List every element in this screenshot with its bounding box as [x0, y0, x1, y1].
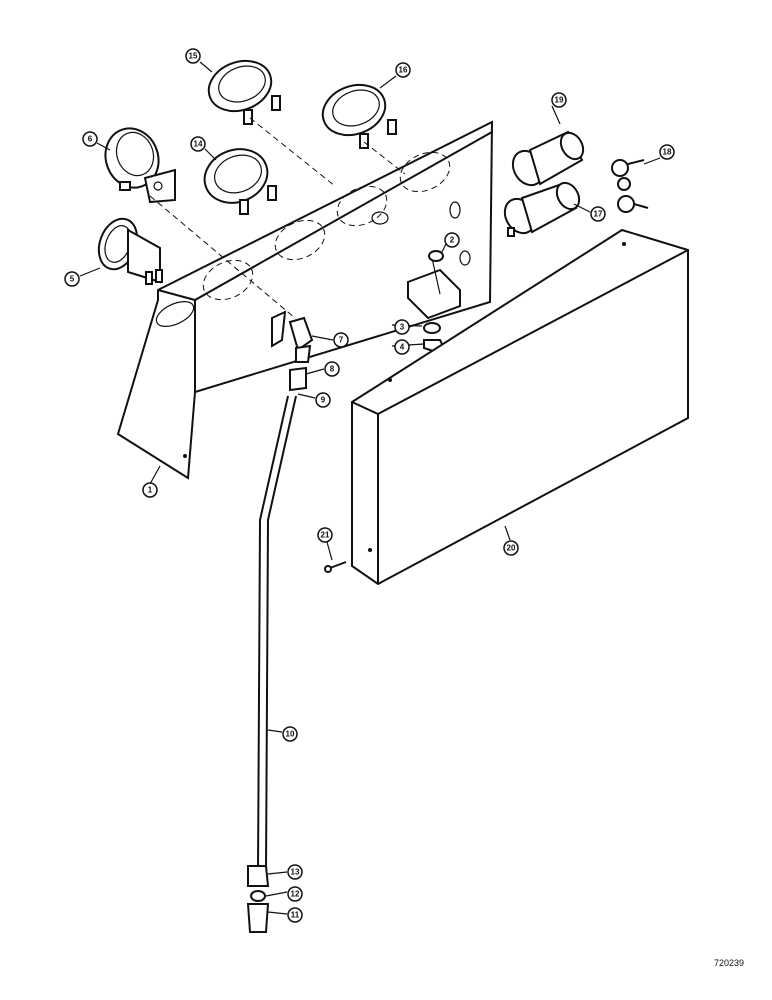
callout-8: 8: [324, 361, 340, 377]
callout-21: 21: [317, 527, 333, 543]
svg-text:14: 14: [194, 140, 203, 149]
svg-text:15: 15: [189, 52, 198, 61]
callout-19: 19: [551, 92, 567, 108]
instrument-panel: [116, 120, 494, 480]
leader-lines: [79, 61, 661, 915]
callout-2: 2: [444, 232, 460, 248]
callout-16: 16: [395, 62, 411, 78]
callout-9: 9: [315, 392, 331, 408]
callout-13: 13: [287, 864, 303, 880]
gauge-5: [97, 217, 163, 285]
switch-19: [511, 130, 585, 187]
svg-text:3: 3: [400, 323, 405, 332]
callout-7: 7: [333, 332, 349, 348]
svg-text:16: 16: [399, 66, 408, 75]
cover-box: [351, 228, 689, 586]
svg-text:10: 10: [286, 730, 295, 739]
reference-number: 720239: [713, 958, 744, 968]
svg-text:19: 19: [555, 96, 564, 105]
gauge-16: [321, 83, 397, 149]
callout-3: 3: [394, 319, 410, 335]
callout-15: 15: [185, 48, 201, 64]
svg-text:18: 18: [663, 148, 672, 157]
svg-text:8: 8: [330, 365, 335, 374]
gauge-14: [203, 148, 277, 215]
callout-5: 5: [64, 271, 80, 287]
callout-10: 10: [282, 726, 298, 742]
svg-text:17: 17: [594, 210, 603, 219]
svg-text:9: 9: [321, 396, 326, 405]
callout-4: 4: [394, 339, 410, 355]
gauge-6: [104, 127, 176, 204]
callout-6: 6: [82, 131, 98, 147]
callout-11: 11: [287, 907, 303, 923]
svg-text:1: 1: [148, 486, 153, 495]
svg-text:2: 2: [450, 236, 455, 245]
switch-17: [503, 181, 581, 237]
keys-18: [611, 159, 649, 213]
tube-assembly: [246, 316, 314, 933]
svg-text:20: 20: [507, 544, 516, 553]
svg-text:7: 7: [339, 336, 344, 345]
svg-text:5: 5: [70, 275, 75, 284]
gauge-15: [207, 59, 281, 125]
callout-18: 18: [659, 144, 675, 160]
callout-14: 14: [190, 136, 206, 152]
svg-text:21: 21: [321, 531, 330, 540]
mounting-bracket: [407, 250, 461, 354]
svg-text:13: 13: [291, 868, 300, 877]
callout-17: 17: [590, 206, 606, 222]
svg-text:12: 12: [291, 890, 300, 899]
svg-text:6: 6: [88, 135, 93, 144]
callout-1: 1: [142, 482, 158, 498]
callout-20: 20: [503, 540, 519, 556]
callout-12: 12: [287, 886, 303, 902]
screw-21: [324, 561, 347, 573]
svg-text:4: 4: [400, 343, 405, 352]
svg-text:11: 11: [291, 911, 300, 920]
